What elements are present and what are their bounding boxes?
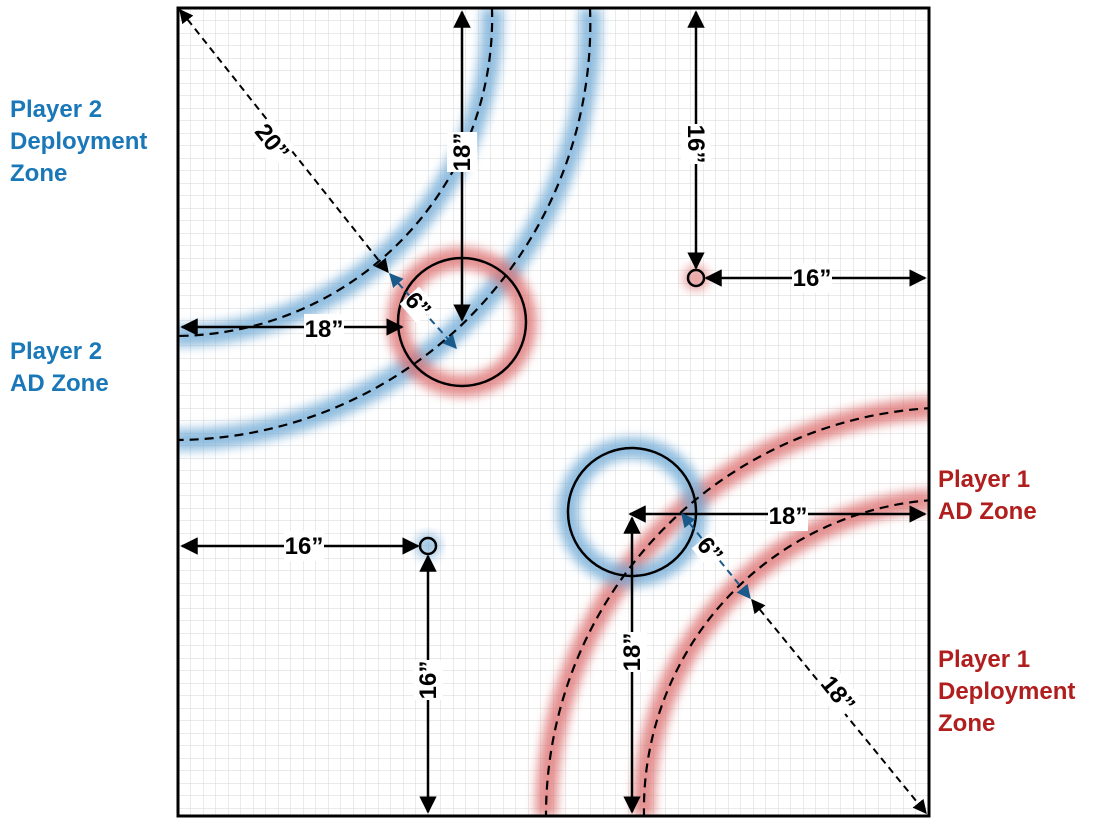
label-line: Deployment <box>10 128 148 155</box>
objective-top-vertical-label: 16” <box>681 124 711 164</box>
label-line: Player 1 <box>938 646 1031 673</box>
label-line: AD Zone <box>10 370 109 397</box>
label-line: AD Zone <box>938 498 1037 525</box>
player2-deployment-zone-arc <box>178 8 494 338</box>
p2-corner-diagonal-arrow <box>179 8 389 274</box>
svg-text:18”: 18” <box>449 133 476 172</box>
p1-bottom-vertical-label: 18” <box>617 632 647 672</box>
svg-text:16”: 16” <box>682 125 709 164</box>
label-line: Player 1 <box>938 466 1031 493</box>
p1-right-horizontal-label: 18” <box>768 501 808 531</box>
p2-top-vertical-label: 18” <box>447 132 477 172</box>
label-line: Player 2 <box>10 96 103 123</box>
svg-text:16”: 16” <box>415 661 442 700</box>
player1-deployment-zone-label: Player 1 Deployment Zone <box>938 644 1075 740</box>
small-red-marker <box>686 268 706 288</box>
objective-left-horizontal-label: 16” <box>284 531 324 561</box>
svg-text:18”: 18” <box>305 316 344 343</box>
p2-left-horizontal-label: 18” <box>304 314 344 344</box>
svg-text:18”: 18” <box>619 633 646 672</box>
player2-deployment-zone-label: Player 2 Deployment Zone <box>10 94 147 190</box>
small-blue-marker <box>418 536 438 556</box>
label-line: Zone <box>938 710 996 737</box>
label-line: Zone <box>10 160 68 187</box>
player1-ad-zone-arc <box>544 407 929 816</box>
label-line: Deployment <box>938 678 1076 705</box>
label-line: Player 2 <box>10 338 103 365</box>
player1-ad-zone-label: Player 1 AD Zone <box>938 464 1037 528</box>
player2-ad-zone-label: Player 2 AD Zone <box>10 336 109 400</box>
objective-right-horizontal-label: 16” <box>792 263 832 293</box>
objective-bottom-vertical-label: 16” <box>413 660 443 700</box>
svg-text:16”: 16” <box>285 533 324 560</box>
svg-text:16”: 16” <box>793 265 832 292</box>
board-border <box>176 6 931 818</box>
player2-ad-zone-arc <box>178 8 592 442</box>
svg-text:18”: 18” <box>769 503 808 530</box>
